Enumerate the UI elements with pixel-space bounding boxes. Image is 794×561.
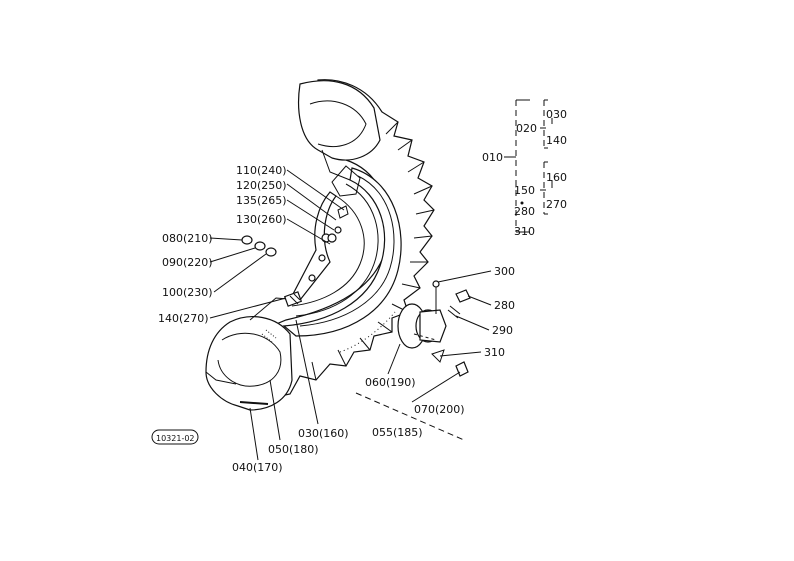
tree-310: 310 bbox=[514, 225, 535, 238]
wheel-rim-ring bbox=[282, 167, 402, 337]
tree-030: 030 bbox=[546, 108, 567, 121]
callout-040: 040(170) bbox=[232, 461, 283, 474]
callout-100: 100(230) bbox=[162, 286, 213, 299]
callout-080: 080(210) bbox=[162, 232, 213, 245]
callout-055: 055(185) bbox=[372, 426, 423, 439]
center-plate bbox=[291, 191, 337, 301]
callout-050: 050(180) bbox=[268, 443, 319, 456]
callout-110: 110(240) bbox=[236, 164, 287, 177]
reference-code-text: 10321-02 bbox=[156, 434, 195, 443]
tree-270: 270 bbox=[546, 198, 567, 211]
tree-010: 010 bbox=[482, 151, 503, 164]
tree-020: 020 bbox=[516, 122, 537, 135]
leader-lines bbox=[209, 169, 492, 461]
reference-code: 10321-02 bbox=[151, 429, 199, 445]
callout-280: 280 bbox=[494, 299, 515, 312]
lower-weight-plate bbox=[205, 291, 303, 411]
callout-310: 310 bbox=[484, 346, 505, 359]
tree-160: 160 bbox=[546, 171, 567, 184]
hub-assembly bbox=[397, 280, 471, 377]
callout-290: 290 bbox=[492, 324, 513, 337]
callout-300: 300 bbox=[494, 265, 515, 278]
upper-weight-plate bbox=[297, 80, 381, 197]
callout-060: 060(190) bbox=[365, 376, 416, 389]
callout-070: 070(200) bbox=[414, 403, 465, 416]
tree-150: 150 bbox=[514, 184, 535, 197]
callout-030: 030(160) bbox=[298, 427, 349, 440]
callout-140: 140(270) bbox=[158, 312, 209, 325]
callout-labels: 110(240) 120(250) 135(265) 130(260) 080(… bbox=[158, 164, 515, 474]
callout-120: 120(250) bbox=[236, 179, 287, 192]
tree-280: 280 bbox=[514, 205, 535, 218]
callout-090: 090(220) bbox=[162, 256, 213, 269]
part-number-tree: 010 020 030 140 150 160 270 280 310 bbox=[482, 99, 567, 238]
callout-130: 130(260) bbox=[236, 213, 287, 226]
callout-135: 135(265) bbox=[236, 194, 287, 207]
tree-140: 140 bbox=[546, 134, 567, 147]
